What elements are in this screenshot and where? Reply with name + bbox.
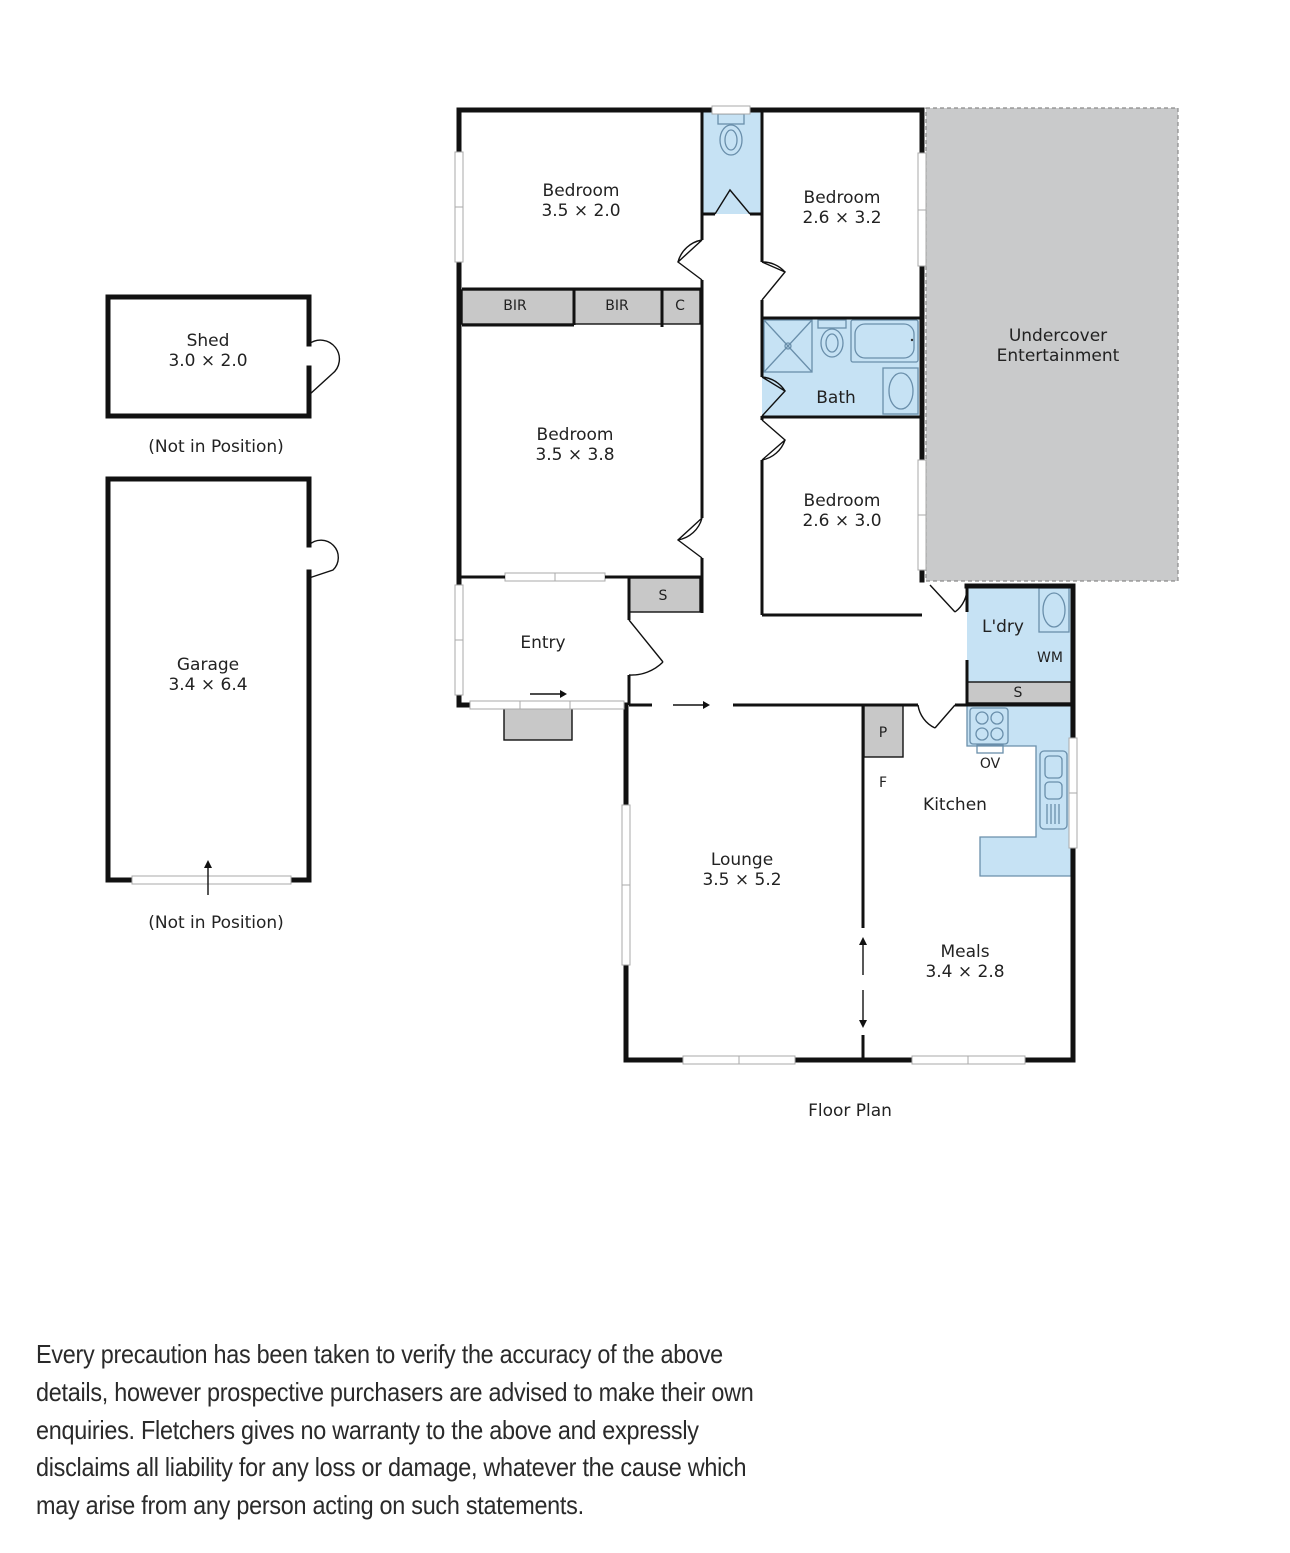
bedroom-3-name: Bedroom xyxy=(537,425,614,445)
undercover-entertainment-area: Undercover Entertainment xyxy=(925,107,1179,582)
shower-icon xyxy=(763,319,813,373)
meals-size: 3.4 × 2.8 xyxy=(925,962,1004,982)
bath-toilet-icon xyxy=(820,328,844,358)
plumbing-fixtures: WM OV F xyxy=(717,113,1070,830)
garage-outbuilding: Garage 3.4 × 6.4 (Not in Position) xyxy=(105,476,340,933)
bedroom-2-name: Bedroom xyxy=(804,188,881,208)
bir-2-label: BIR xyxy=(605,298,629,314)
disclaimer-line: may arise from any person acting on such… xyxy=(36,1490,584,1521)
bath-name: Bath xyxy=(816,388,856,408)
fridge-label: F xyxy=(879,775,887,791)
undercover-label-line1: Undercover xyxy=(1009,326,1107,346)
shed-name: Shed xyxy=(187,331,230,351)
store-laundry-label: S xyxy=(1014,685,1023,701)
kitchen-bench xyxy=(967,705,1071,876)
wet-areas xyxy=(702,112,1072,877)
pantry-label: P xyxy=(879,725,887,741)
garage-name: Garage xyxy=(177,655,239,675)
doors xyxy=(628,188,968,729)
bedroom-1-name: Bedroom xyxy=(543,181,620,201)
garage-note: (Not in Position) xyxy=(148,913,284,933)
undercover-label-line2: Entertainment xyxy=(997,346,1120,366)
bir-1-label: BIR xyxy=(503,298,527,314)
shed-outbuilding: Shed 3.0 × 2.0 (Not in Position) xyxy=(105,294,341,457)
cooktop-icon xyxy=(969,707,1009,754)
basin-icon xyxy=(882,367,919,415)
disclaimer-line: disclaims all liability for any loss or … xyxy=(36,1452,747,1483)
store-entry xyxy=(628,577,701,613)
washing-machine-label: WM xyxy=(1037,650,1063,666)
garage-size: 3.4 × 6.4 xyxy=(168,675,247,695)
entry-name: Entry xyxy=(520,633,565,653)
laundry-name: L'dry xyxy=(982,617,1024,637)
bathtub-icon xyxy=(850,319,919,363)
room-labels: Bedroom 3.5 × 2.0 Bedroom 2.6 × 3.2 Bedr… xyxy=(520,181,1024,1121)
lounge-name: Lounge xyxy=(711,850,773,870)
bedroom-3-size: 3.5 × 3.8 xyxy=(535,445,614,465)
store-entry-label: S xyxy=(659,588,668,604)
windows xyxy=(454,105,1078,1065)
meals-name: Meals xyxy=(940,942,989,962)
floor-plan-diagram: Undercover Entertainment BIR BIR C S S P xyxy=(105,105,1179,1121)
oven-label: OV xyxy=(980,756,1001,772)
disclaimer-line: Every precaution has been taken to verif… xyxy=(36,1339,723,1369)
shed-size: 3.0 × 2.0 xyxy=(168,351,247,371)
external-walls xyxy=(456,107,1076,1063)
floor-plan-caption: Floor Plan xyxy=(808,1101,892,1121)
bedroom-2-size: 2.6 × 3.2 xyxy=(802,208,881,228)
lounge-size: 3.5 × 5.2 xyxy=(702,870,781,890)
kitchen-sink-icon xyxy=(1039,750,1068,830)
disclaimer-line: details, however prospective purchasers … xyxy=(36,1376,754,1407)
bedroom-1-size: 3.5 × 2.0 xyxy=(541,201,620,221)
laundry-room xyxy=(967,586,1071,682)
internal-walls xyxy=(459,110,1071,1060)
kitchen-name: Kitchen xyxy=(923,795,987,815)
toilet-icon xyxy=(719,124,743,156)
bedroom-4-size: 2.6 × 3.0 xyxy=(802,511,881,531)
cupboard-label: C xyxy=(675,298,685,314)
disclaimer-line: enquiries. Fletchers gives no warranty t… xyxy=(36,1414,699,1445)
toilet-room xyxy=(702,112,761,214)
shed-note: (Not in Position) xyxy=(148,437,284,457)
disclaimer-text: Every precaution has been taken to verif… xyxy=(36,1336,815,1525)
bedroom-4-name: Bedroom xyxy=(804,491,881,511)
